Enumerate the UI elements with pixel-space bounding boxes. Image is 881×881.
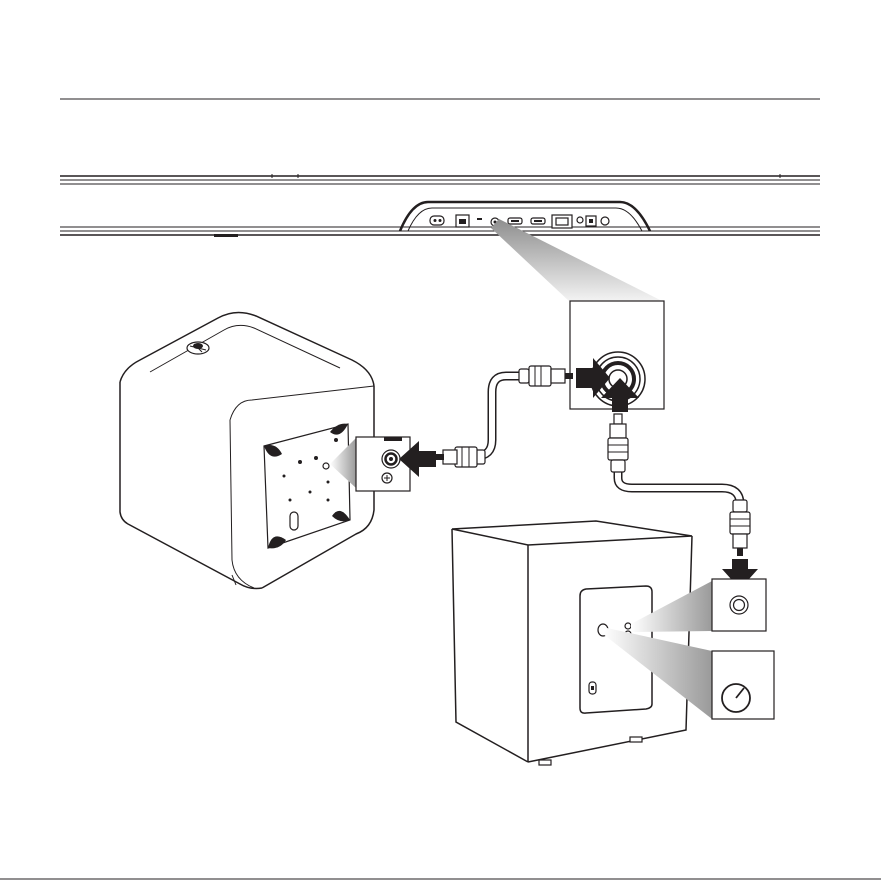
rca-plug-icon: [608, 414, 628, 472]
rca-cable-to-box: [618, 470, 740, 520]
zoom-beam-level-knob: [603, 628, 712, 719]
rca-jack-icon: [730, 596, 748, 614]
zoom-beam-line-in: [631, 581, 712, 632]
rca-plug-icon: [730, 500, 750, 556]
level-knob-icon: [722, 684, 750, 712]
rca-jack-icon: [382, 450, 400, 468]
cube-input-zoom: [356, 437, 410, 491]
box-line-in-zoom: [712, 579, 766, 631]
soundbar: [60, 174, 820, 237]
rca-plug-icon: [519, 366, 573, 386]
rca-plug-icon: [435, 447, 485, 467]
rca-cable-to-cube: [476, 376, 520, 456]
box-level-knob-zoom: [712, 651, 774, 719]
wireless-subwoofer-cube: [120, 312, 374, 588]
